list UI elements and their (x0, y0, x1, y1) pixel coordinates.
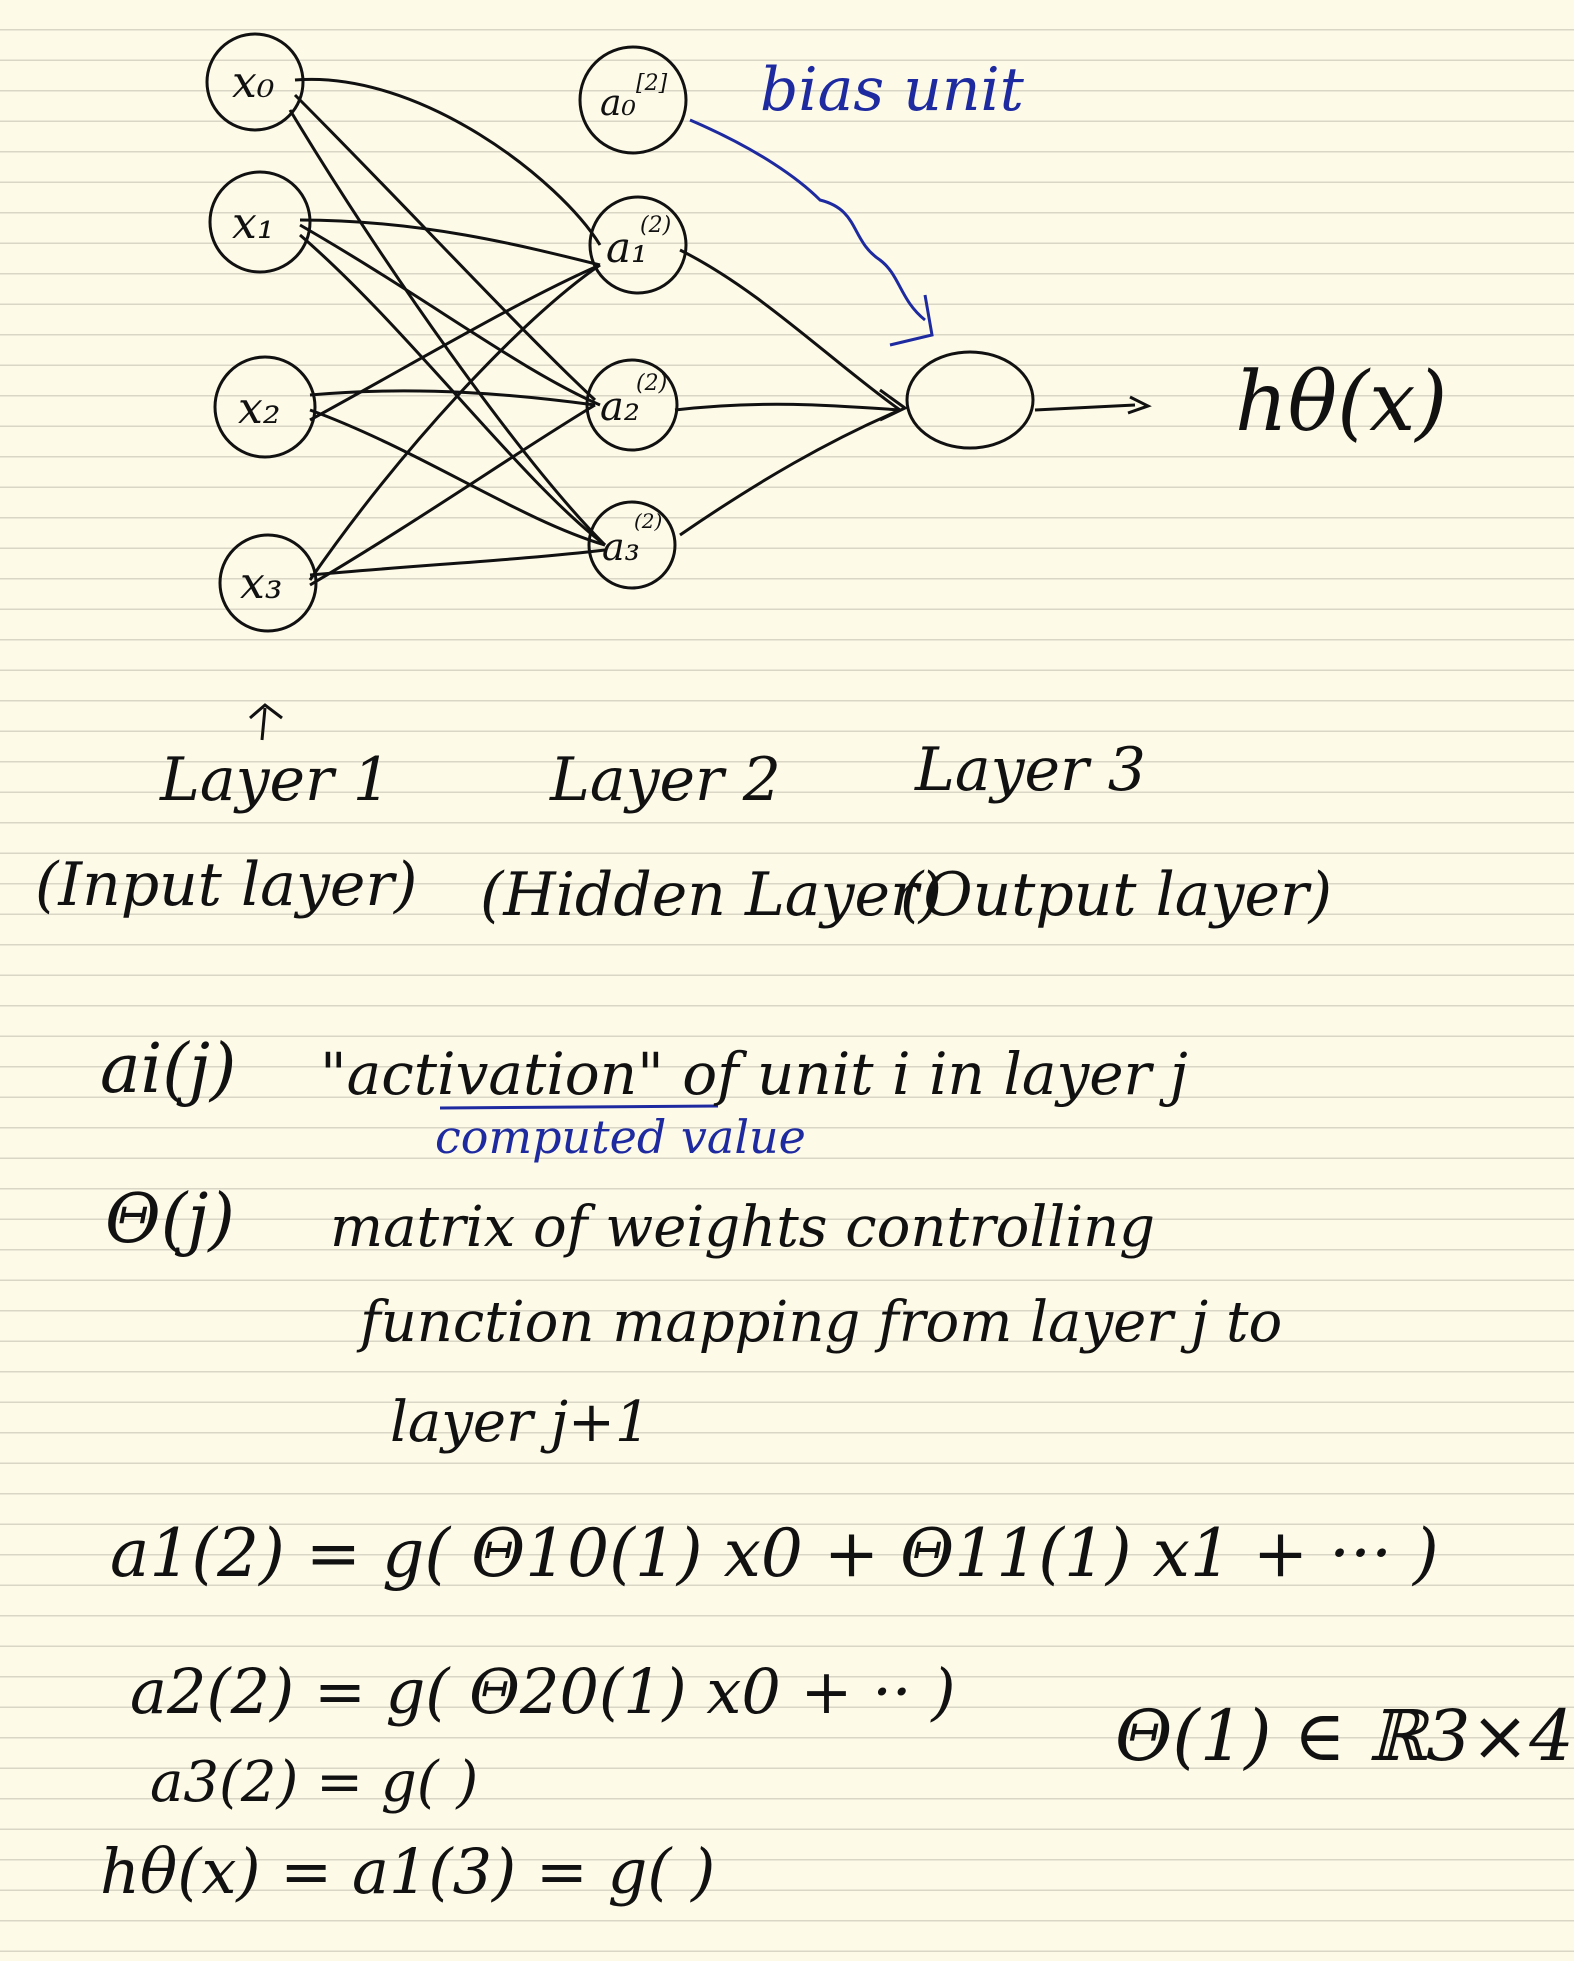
output-node (905, 350, 1035, 450)
x3-label: x₃ (240, 558, 282, 609)
bias-sup: [2] (636, 71, 668, 96)
layer1-desc: (Input layer) (35, 850, 418, 920)
bias-node (578, 45, 688, 155)
equation-a2: a2(2) = g( Θ20(1) x0 + ·· ) (130, 1655, 956, 1728)
layer2-name: Layer 2 (550, 745, 781, 815)
input-node-x3 (218, 533, 318, 633)
theta-definition-line3: layer j+1 (390, 1390, 651, 1455)
equation-a1: a1(2) = g( Θ10(1) x0 + Θ11(1) x1 + ··· ) (110, 1515, 1439, 1592)
layer2-desc: (Hidden Layer) (480, 860, 943, 930)
a1-label: a₁ (606, 223, 648, 272)
input-node-x2 (213, 355, 317, 459)
input-node-x1 (208, 170, 312, 274)
activation-definition: "activation" of unit i in layer j (320, 1040, 1188, 1108)
bias-label: a₀ (600, 83, 636, 124)
neural-network-diagram: x₀ x₁ x₂ x₃ a₀ [2] a₁ (2) a₂ (2) a₃ (2) (205, 32, 1152, 1110)
input-layer-arrow (249, 703, 283, 741)
a2-sup: (2) (636, 371, 667, 396)
layer3-name: Layer 3 (915, 735, 1146, 805)
input-node-x0 (205, 32, 305, 132)
hidden-node-a2 (585, 358, 679, 452)
output-label: hθ(x) (1235, 355, 1448, 450)
a2-label: a₂ (600, 384, 640, 430)
bias-unit-label: bias unit (760, 55, 1024, 125)
a1-sup: (2) (640, 213, 671, 238)
theta-dimension: Θ(1) ∈ ℝ3×4 (1115, 1695, 1574, 1777)
equation-a3: a3(2) = g( ) (150, 1750, 479, 1815)
equation-h: hθ(x) = a1(3) = g( ) (100, 1835, 716, 1908)
x0-label: x₀ (232, 57, 275, 108)
theta-symbol: Θ(j) (105, 1180, 235, 1259)
hidden-node-a3 (587, 500, 677, 590)
theta-definition-line2: function mapping from layer j to (360, 1290, 1283, 1355)
connection-lines (288, 77, 1152, 587)
a3-label: a₃ (602, 525, 640, 569)
x2-label: x₂ (238, 383, 280, 434)
layer3-desc: (Output layer) (900, 860, 1333, 930)
theta-definition-line1: matrix of weights controlling (330, 1195, 1156, 1260)
activation-underline (439, 1104, 719, 1110)
x1-label: x₁ (232, 198, 274, 249)
bias-pointer-line (689, 118, 926, 322)
a3-sup: (2) (634, 509, 662, 533)
layer1-name: Layer 1 (160, 745, 391, 815)
activation-note: computed value (435, 1110, 806, 1164)
activation-symbol: ai(j) (100, 1030, 237, 1109)
hidden-node-a1 (588, 195, 688, 295)
